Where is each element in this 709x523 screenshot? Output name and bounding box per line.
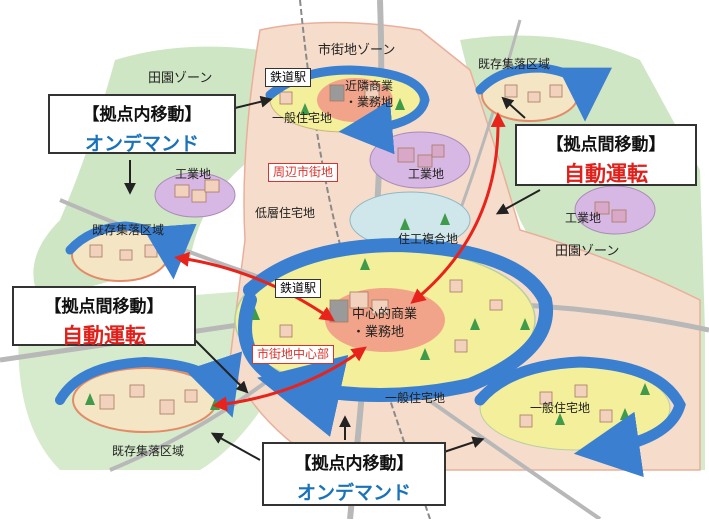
mixed-area-label: 住工複合地: [398, 232, 459, 246]
residential-label-right: 一般住宅地: [530, 401, 591, 415]
city-center-label: 市街地中心部: [252, 345, 335, 365]
callout-title: 【拠点間移動】: [546, 135, 666, 155]
low-rise-residential-label: 低層住宅地: [255, 206, 316, 220]
neighborhood-commercial-label-2: ・業務地: [345, 95, 394, 109]
callout-intra-hub-bottom: 【拠点内移動】 オンデマンド: [262, 442, 446, 506]
village-label-top: 既存集落区域: [478, 57, 551, 71]
central-commercial-label-2: ・業務地: [352, 325, 405, 340]
callout-mode: 自動運転: [564, 162, 648, 186]
residential-label-center: 一般住宅地: [385, 391, 446, 405]
callout-mode: オンデマンド: [296, 482, 411, 504]
countryside-label-1: 田園ゾーン: [148, 71, 213, 86]
industrial-label-1: 工業地: [175, 167, 212, 181]
callout-title: 【拠点間移動】: [44, 297, 164, 317]
callout-mode: 自動運転: [62, 324, 146, 348]
station-label-top: 鉄道駅: [265, 68, 312, 88]
callout-mode: オンデマンド: [84, 133, 199, 155]
callout-inter-hub-top: 【拠点間移動】 自動運転: [515, 124, 697, 186]
city-zone-label: 市街地ゾーン: [318, 43, 396, 58]
countryside-label-2: 田園ゾーン: [555, 244, 620, 259]
callout-intra-hub-top: 【拠点内移動】 オンデマンド: [48, 94, 236, 155]
industrial-label-2: 工業地: [408, 167, 445, 181]
village-label-left: 既存集落区域: [92, 223, 165, 237]
industrial-label-3: 工業地: [565, 211, 602, 225]
callout-title: 【拠点内移動】: [82, 105, 202, 125]
autonomous-arrows: [174, 112, 506, 412]
station-label-center: 鉄道駅: [275, 279, 322, 299]
central-commercial-label-1: 中心的商業: [352, 307, 418, 322]
neighborhood-commercial-label-1: 近隣商業: [345, 79, 394, 93]
callout-title: 【拠点内移動】: [294, 454, 414, 474]
residential-label-top: 一般住宅地: [272, 111, 333, 125]
peripheral-city-label: 周辺市街地: [268, 163, 339, 183]
village-label-bottom: 既存集落区域: [112, 444, 185, 458]
callout-inter-hub-left: 【拠点間移動】 自動運転: [12, 286, 196, 348]
